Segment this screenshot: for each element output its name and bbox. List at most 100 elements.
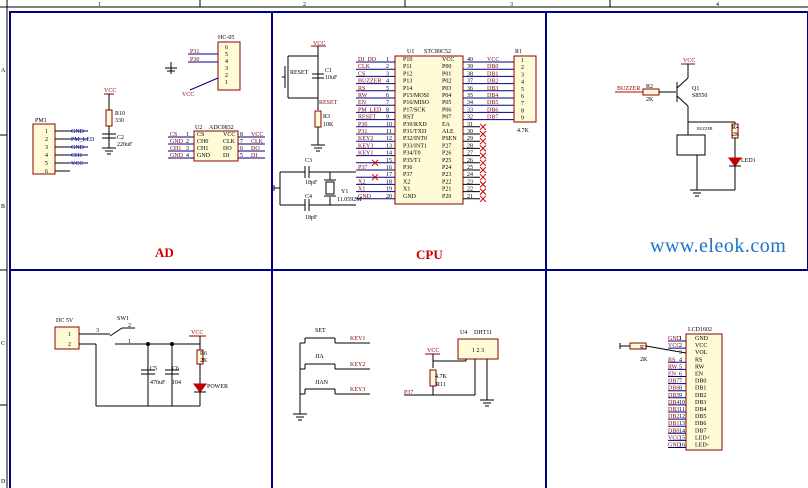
r1-pin-number: 7 — [521, 101, 524, 107]
mcu-pin-name: P16/MISO — [403, 100, 430, 106]
lcd-net: DB3 — [668, 407, 679, 413]
r11-value: 4.7K — [435, 374, 448, 380]
mcu-net: DI_DO — [358, 57, 377, 63]
mcu-pin-name: P12 — [403, 71, 412, 77]
adc-pin-name: CH1 — [197, 146, 208, 152]
mcu-pin-number: 9 — [386, 115, 389, 121]
r1-pin-number: 3 — [521, 72, 524, 78]
lcd-pin-number: 2 — [679, 343, 682, 349]
mcu-net: DB0 — [487, 64, 498, 70]
adc-pin-number: 7 — [240, 139, 243, 145]
r1-pin-number: 1 — [521, 58, 524, 64]
mcu-pin-name: P11 — [403, 64, 412, 70]
mcu-pin-number: 2 — [386, 64, 389, 70]
mcu-pin-number: 30 — [467, 129, 473, 135]
lcd-net: GND — [668, 336, 682, 342]
mcu-pin-name: PSEN — [442, 136, 457, 142]
dc-pin: 2 — [68, 342, 71, 348]
mcu-net: CS — [358, 71, 365, 77]
lcd-pin-number: 9 — [679, 393, 682, 399]
lcd-net: RW — [668, 364, 678, 370]
vcc-label: VCC — [191, 330, 203, 336]
grid-col-label: 1 — [98, 2, 101, 8]
mcu-pin-number: 33 — [467, 107, 473, 113]
mcu-pin-name: P02 — [442, 79, 451, 85]
lcd-pin-number: 6 — [679, 372, 682, 378]
mcu-pin-name: P32/INT0 — [403, 136, 427, 142]
vcc-label: VCC — [104, 88, 116, 94]
mcu-pin-number: 31 — [467, 122, 473, 128]
lcd-pin-number: 10 — [679, 400, 685, 406]
lcd-pin-number: 5 — [679, 364, 682, 370]
lcd-pin-number: 14 — [679, 428, 685, 434]
dht11-sensor: U4 DHT11 1 2 3 VCC 4.7K R11 P37 — [404, 330, 499, 407]
grid-row-label: D — [1, 479, 6, 485]
lcd-pin-name: DB4 — [695, 407, 706, 413]
mcu-pin-name: ALE — [442, 129, 454, 135]
mcu-pin-number: 6 — [386, 93, 389, 99]
c3-ref: C3 — [305, 158, 312, 164]
c5-value: 470uF — [150, 380, 166, 386]
adc-net: DI — [251, 153, 257, 159]
lcd-pin-number: 3 — [679, 350, 682, 356]
lcd-pin-name: LED+ — [695, 435, 711, 441]
hc05-net: P31 — [190, 49, 199, 55]
mcu-net: DB1 — [487, 71, 498, 77]
mcu-pin-name: EA — [442, 122, 451, 128]
r6-ref: R6 — [200, 351, 207, 357]
mcu-pin-number: 3 — [386, 71, 389, 77]
reset-circuit: VCC RESET C1 10uF RESET R3 10K — [282, 41, 338, 152]
y1-value: 11.0592M — [337, 197, 362, 203]
sw1-pin: 1 — [128, 339, 131, 345]
r1-ref: R1 — [515, 49, 522, 55]
mcu-pin-number: 23 — [467, 179, 473, 185]
lcd-pin-name: LED- — [695, 443, 709, 449]
r11-ref: R11 — [436, 382, 446, 388]
mcu-net: KEY2 — [358, 136, 373, 142]
lcd-pin-name: DB6 — [695, 421, 706, 427]
lcd-pin-name: DB0 — [695, 379, 706, 385]
dht-ref: U4 — [460, 330, 467, 336]
r1-pin-number: 4 — [521, 80, 524, 86]
adc-pin-name: CLK — [223, 139, 236, 145]
lcd-pin-name: VOL — [695, 350, 708, 356]
c5-ref: C5 — [150, 366, 157, 372]
mcu-net: P31 — [358, 129, 367, 135]
adc-pin-name: CS — [197, 132, 204, 138]
mcu-pin-name: P03 — [442, 86, 451, 92]
pm1-pin-number: 1 — [45, 129, 48, 135]
dht-net: P37 — [404, 390, 413, 396]
lcd-net: EN — [668, 372, 677, 378]
lcd-net: DB5 — [668, 393, 679, 399]
adc-pin-number: 3 — [186, 146, 189, 152]
mcu-net: X1 — [358, 187, 365, 193]
mcu-pin-name: P10 — [403, 57, 412, 63]
mcu-pin-number: 5 — [386, 86, 389, 92]
adc-net: GND — [170, 139, 184, 145]
adc-pin-name: VCC — [223, 132, 235, 138]
lcd-pin-name: DB2 — [695, 393, 706, 399]
mcu-pin-name: P20 — [442, 194, 451, 200]
mcu-pin-name: P05 — [442, 100, 451, 106]
pm1-pin-net: CH1 — [71, 153, 82, 159]
mcu-pin-number: 11 — [386, 129, 392, 135]
mcu-pin-name: P25 — [442, 158, 451, 164]
mcu-net: P37 — [358, 165, 367, 171]
mcu-pin-name: P36 — [403, 165, 412, 171]
mcu-pin-number: 24 — [467, 172, 473, 178]
c1-value: 10uF — [325, 75, 338, 81]
mcu-net: DB2 — [487, 79, 498, 85]
adc-pin-number: 2 — [186, 139, 189, 145]
r1-pin-number: 2 — [521, 65, 524, 71]
grid-row-label: C — [1, 341, 5, 347]
lcd-pin-name: DB5 — [695, 414, 706, 420]
key-label: SET — [315, 328, 326, 334]
lcd-pin-name: DB3 — [695, 400, 706, 406]
lcd-pin-number: 13 — [679, 421, 685, 427]
mcu-pin-number: 34 — [467, 100, 473, 106]
hc05-pin-number: 6 — [225, 45, 228, 51]
mcu-pin-number: 12 — [386, 136, 392, 142]
pm1-pin-number: 5 — [45, 161, 48, 167]
